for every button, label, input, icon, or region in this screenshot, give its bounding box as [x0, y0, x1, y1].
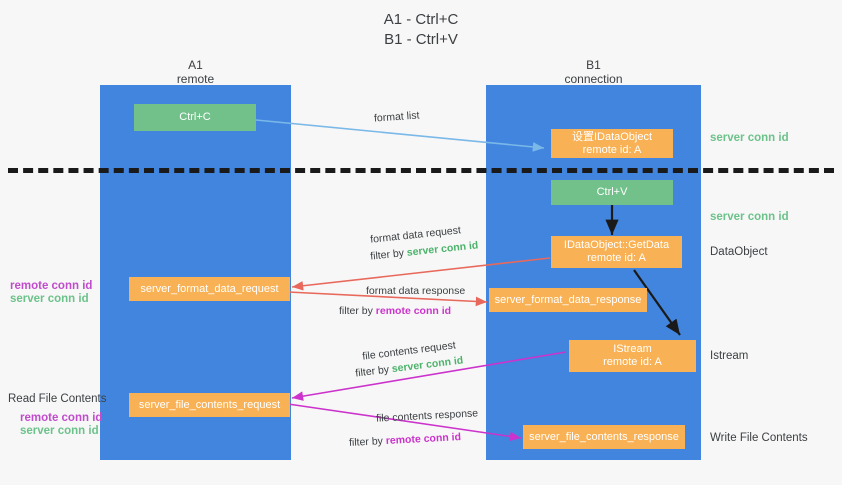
- right-label-server-conn-id-mid: server conn id: [710, 211, 789, 223]
- node-ctrl-c-label: Ctrl+C: [179, 111, 211, 123]
- node-istream-line1: IStream: [613, 343, 652, 355]
- title-line-2: B1 - Ctrl+V: [384, 31, 458, 48]
- edge-label-format-data-response-filter: filter by remote conn id: [339, 304, 451, 318]
- right-label-server-conn-id-top: server conn id: [710, 132, 789, 144]
- node-server-format-data-response-label: server_format_data_response: [494, 293, 642, 306]
- filter-prefix: filter by: [354, 363, 393, 380]
- title-line-1: A1 - Ctrl+C: [383, 11, 459, 28]
- node-server-file-contents-request-label: server_file_contents_request: [138, 398, 281, 411]
- right-label-dataobject: DataObject: [710, 246, 768, 258]
- left-label-read-file-contents: Read File Contents: [8, 393, 107, 405]
- column-b1-name: B1: [586, 58, 601, 72]
- node-getdata-line1: IDataObject::GetData: [563, 239, 670, 251]
- filter-prefix: filter by: [348, 435, 387, 449]
- node-server-file-contents-request[interactable]: server_file_contents_request: [129, 393, 290, 417]
- edge-label-file-contents-response: file contents response: [375, 407, 479, 425]
- edge-label-format-data-response: format data response: [366, 285, 466, 297]
- left-label-remote-conn-id-2: remote conn id: [20, 412, 103, 424]
- node-server-file-contents-response[interactable]: server_file_contents_response: [523, 425, 685, 449]
- filter-value-remote-conn-id: remote conn id: [375, 305, 452, 317]
- diagram-title: A1 - Ctrl+C B1 - Ctrl+V: [0, 10, 842, 50]
- filter-prefix: filter by: [339, 305, 376, 317]
- node-server-format-data-request[interactable]: server_format_data_request: [129, 277, 290, 301]
- filter-prefix: filter by: [369, 246, 408, 263]
- node-istream-line2: remote id: A: [603, 356, 662, 368]
- node-idataobject-getdata[interactable]: IDataObject::GetData remote id: A: [551, 236, 682, 268]
- left-label-remote-conn-id-1: remote conn id: [10, 280, 93, 292]
- column-header-b1: B1 connection: [486, 58, 701, 86]
- left-label-server-conn-id-2: server conn id: [20, 425, 99, 437]
- node-server-format-data-response[interactable]: server_format_data_response: [489, 288, 647, 312]
- edge-label-format-list: format list: [373, 109, 420, 125]
- column-a1-name: A1: [188, 58, 203, 72]
- separator-dashed-line: [8, 168, 834, 173]
- left-label-server-conn-id-1: server conn id: [10, 293, 89, 305]
- node-getdata-line2: remote id: A: [587, 252, 646, 264]
- node-set-idataobject-line2: remote id: A: [582, 143, 642, 156]
- node-ctrl-c[interactable]: Ctrl+C: [134, 104, 256, 131]
- node-set-idataobject-line1: 设置IDataObject: [571, 130, 653, 143]
- right-label-istream: Istream: [710, 350, 749, 362]
- filter-value-server-conn-id: server conn id: [406, 239, 479, 259]
- node-set-idataobject[interactable]: 设置IDataObject remote id: A: [551, 129, 673, 158]
- node-ctrl-v[interactable]: Ctrl+V: [551, 180, 673, 205]
- filter-value-remote-conn-id: remote conn id: [385, 431, 462, 447]
- edge-label-file-contents-response-filter: filter by remote conn id: [349, 430, 462, 450]
- node-server-file-contents-response-label: server_file_contents_response: [529, 430, 679, 443]
- right-label-write-file-contents: Write File Contents: [710, 432, 808, 444]
- node-istream[interactable]: IStream remote id: A: [569, 340, 696, 372]
- column-a1-sub: remote: [176, 72, 215, 86]
- column-header-a1: A1 remote: [100, 58, 291, 86]
- node-ctrl-v-label: Ctrl+V: [596, 186, 628, 198]
- node-server-format-data-request-label: server_format_data_request: [140, 282, 279, 295]
- column-b1-sub: connection: [564, 72, 623, 86]
